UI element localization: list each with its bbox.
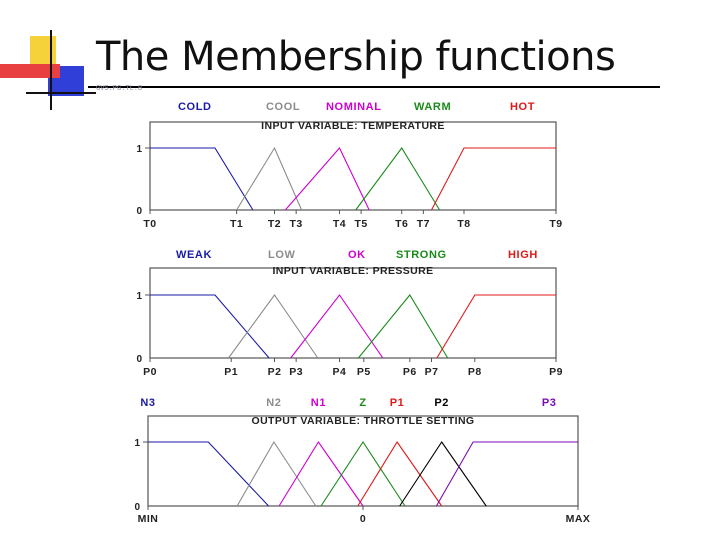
chart3-membership-line-1 [148, 441, 270, 507]
chart3-legend-item: P2 [434, 397, 449, 409]
chart1-x-tick-label: T1 [230, 218, 243, 230]
chart1-x-tick-label: T7 [417, 218, 430, 230]
chart2-legend-item: WEAK [176, 249, 212, 261]
chart1-x-tick-label: T3 [290, 218, 303, 230]
chart1-membership-line-4 [355, 147, 441, 211]
chart2-plot-frame [149, 267, 557, 359]
chart1-x-tick-label: T4 [333, 218, 346, 230]
chart2-y-tick-label: 0 [136, 354, 142, 365]
chart1-membership-line-3 [284, 147, 370, 211]
chart2-x-tick-label: P5 [357, 366, 371, 378]
chart3-x-tick-label: MIN [138, 513, 159, 525]
accent-horizontal-line [26, 92, 96, 94]
chart2-y-tick-label: 1 [136, 291, 142, 302]
chart2-title: INPUT VARIABLE: PRESSURE [272, 265, 433, 277]
chart3-membership-line-6 [399, 441, 487, 507]
chart2-membership-line-1 [150, 294, 270, 359]
chart2-x-tick-label: P8 [468, 366, 482, 378]
chart2-x-tick-label: P6 [403, 366, 417, 378]
chart2-x-tick-label: P2 [268, 366, 282, 378]
accent-red-bar [0, 64, 60, 78]
chart3-legend-item: P3 [542, 397, 557, 409]
chart1-legend-item: COOL [266, 101, 300, 113]
chart3-legend-item: N2 [266, 397, 281, 409]
membership-functions-figure: GVS.PG.TL.B INPUT VARIABLE: TEMPERATURE 1… [96, 85, 631, 538]
chart3-legend-item: N1 [311, 397, 326, 409]
chart3-membership-line-4 [320, 440, 406, 507]
chart1-legend-item: WARM [414, 101, 451, 113]
chart2-legend-item: LOW [268, 249, 295, 261]
chart3-x-tick-label: MAX [566, 513, 591, 525]
chart1-x-tick-label: T9 [549, 218, 562, 230]
chart2-x-tick-label: P1 [224, 366, 238, 378]
chart2-membership-line-2 [228, 294, 319, 359]
chart3-membership-line-5 [357, 440, 443, 507]
chart2-x-tick-label: P0 [143, 366, 157, 378]
chart3-title: OUTPUT VARIABLE: THROTTLE SETTING [252, 415, 475, 427]
chart2-x-tick-label: P3 [289, 366, 303, 378]
chart2-x-tick-label: P4 [333, 366, 347, 378]
title-divider [88, 86, 660, 88]
chart3-legend-item: P1 [390, 397, 405, 409]
accent-vertical-line [50, 30, 52, 110]
chart2-x-tick-label: P7 [425, 366, 439, 378]
chart1-membership-line-5 [431, 147, 556, 211]
chart2-legend-item: OK [348, 249, 366, 261]
chart1-x-tick-label: T2 [268, 218, 281, 230]
chart1-y-tick-label: 0 [136, 206, 142, 217]
chart1-legend-item: HOT [510, 101, 535, 113]
slide-title: The Membership functions [96, 34, 616, 80]
chart1-x-tick-label: T6 [395, 218, 408, 230]
membership-charts: INPUT VARIABLE: TEMPERATURE 1 0 COLD COOL NOM… [134, 101, 591, 525]
chart2-membership-line-3 [290, 294, 384, 359]
chart1-legend-item: COLD [178, 101, 212, 113]
chart1-y-tick-label: 1 [136, 144, 142, 155]
chart1-x-tick-label: T8 [457, 218, 470, 230]
chart1-plot-frame [149, 121, 557, 211]
chart1-membership-line-2 [236, 146, 303, 211]
chart1-x-tick-label: T0 [143, 218, 156, 230]
chart1-legend-item: NOMINAL [326, 101, 382, 113]
chart2-membership-line-5 [436, 294, 556, 359]
chart3-legend-item: Z [359, 397, 366, 409]
chart3-membership-line-2 [236, 440, 317, 507]
figure-corner-text: GVS.PG.TL.B [96, 85, 143, 93]
chart3-x-tick-label: 0 [360, 513, 366, 525]
chart3-y-tick-label: 1 [134, 438, 140, 449]
chart3-membership-line-7 [435, 441, 578, 507]
chart3-membership-line-3 [278, 440, 364, 507]
chart3-legend-item: N3 [140, 397, 155, 409]
chart2-legend-item: HIGH [508, 249, 538, 261]
chart3-plot-frame [147, 415, 579, 507]
chart3-y-tick-label: 0 [134, 502, 140, 513]
chart1-membership-line-1 [150, 147, 254, 211]
chart1-title: INPUT VARIABLE: TEMPERATURE [261, 120, 445, 132]
chart1-x-tick-label: T5 [354, 218, 367, 230]
chart2-membership-line-4 [357, 294, 449, 359]
chart2-x-tick-label: P9 [549, 366, 563, 378]
chart2-legend-item: STRONG [396, 249, 447, 261]
